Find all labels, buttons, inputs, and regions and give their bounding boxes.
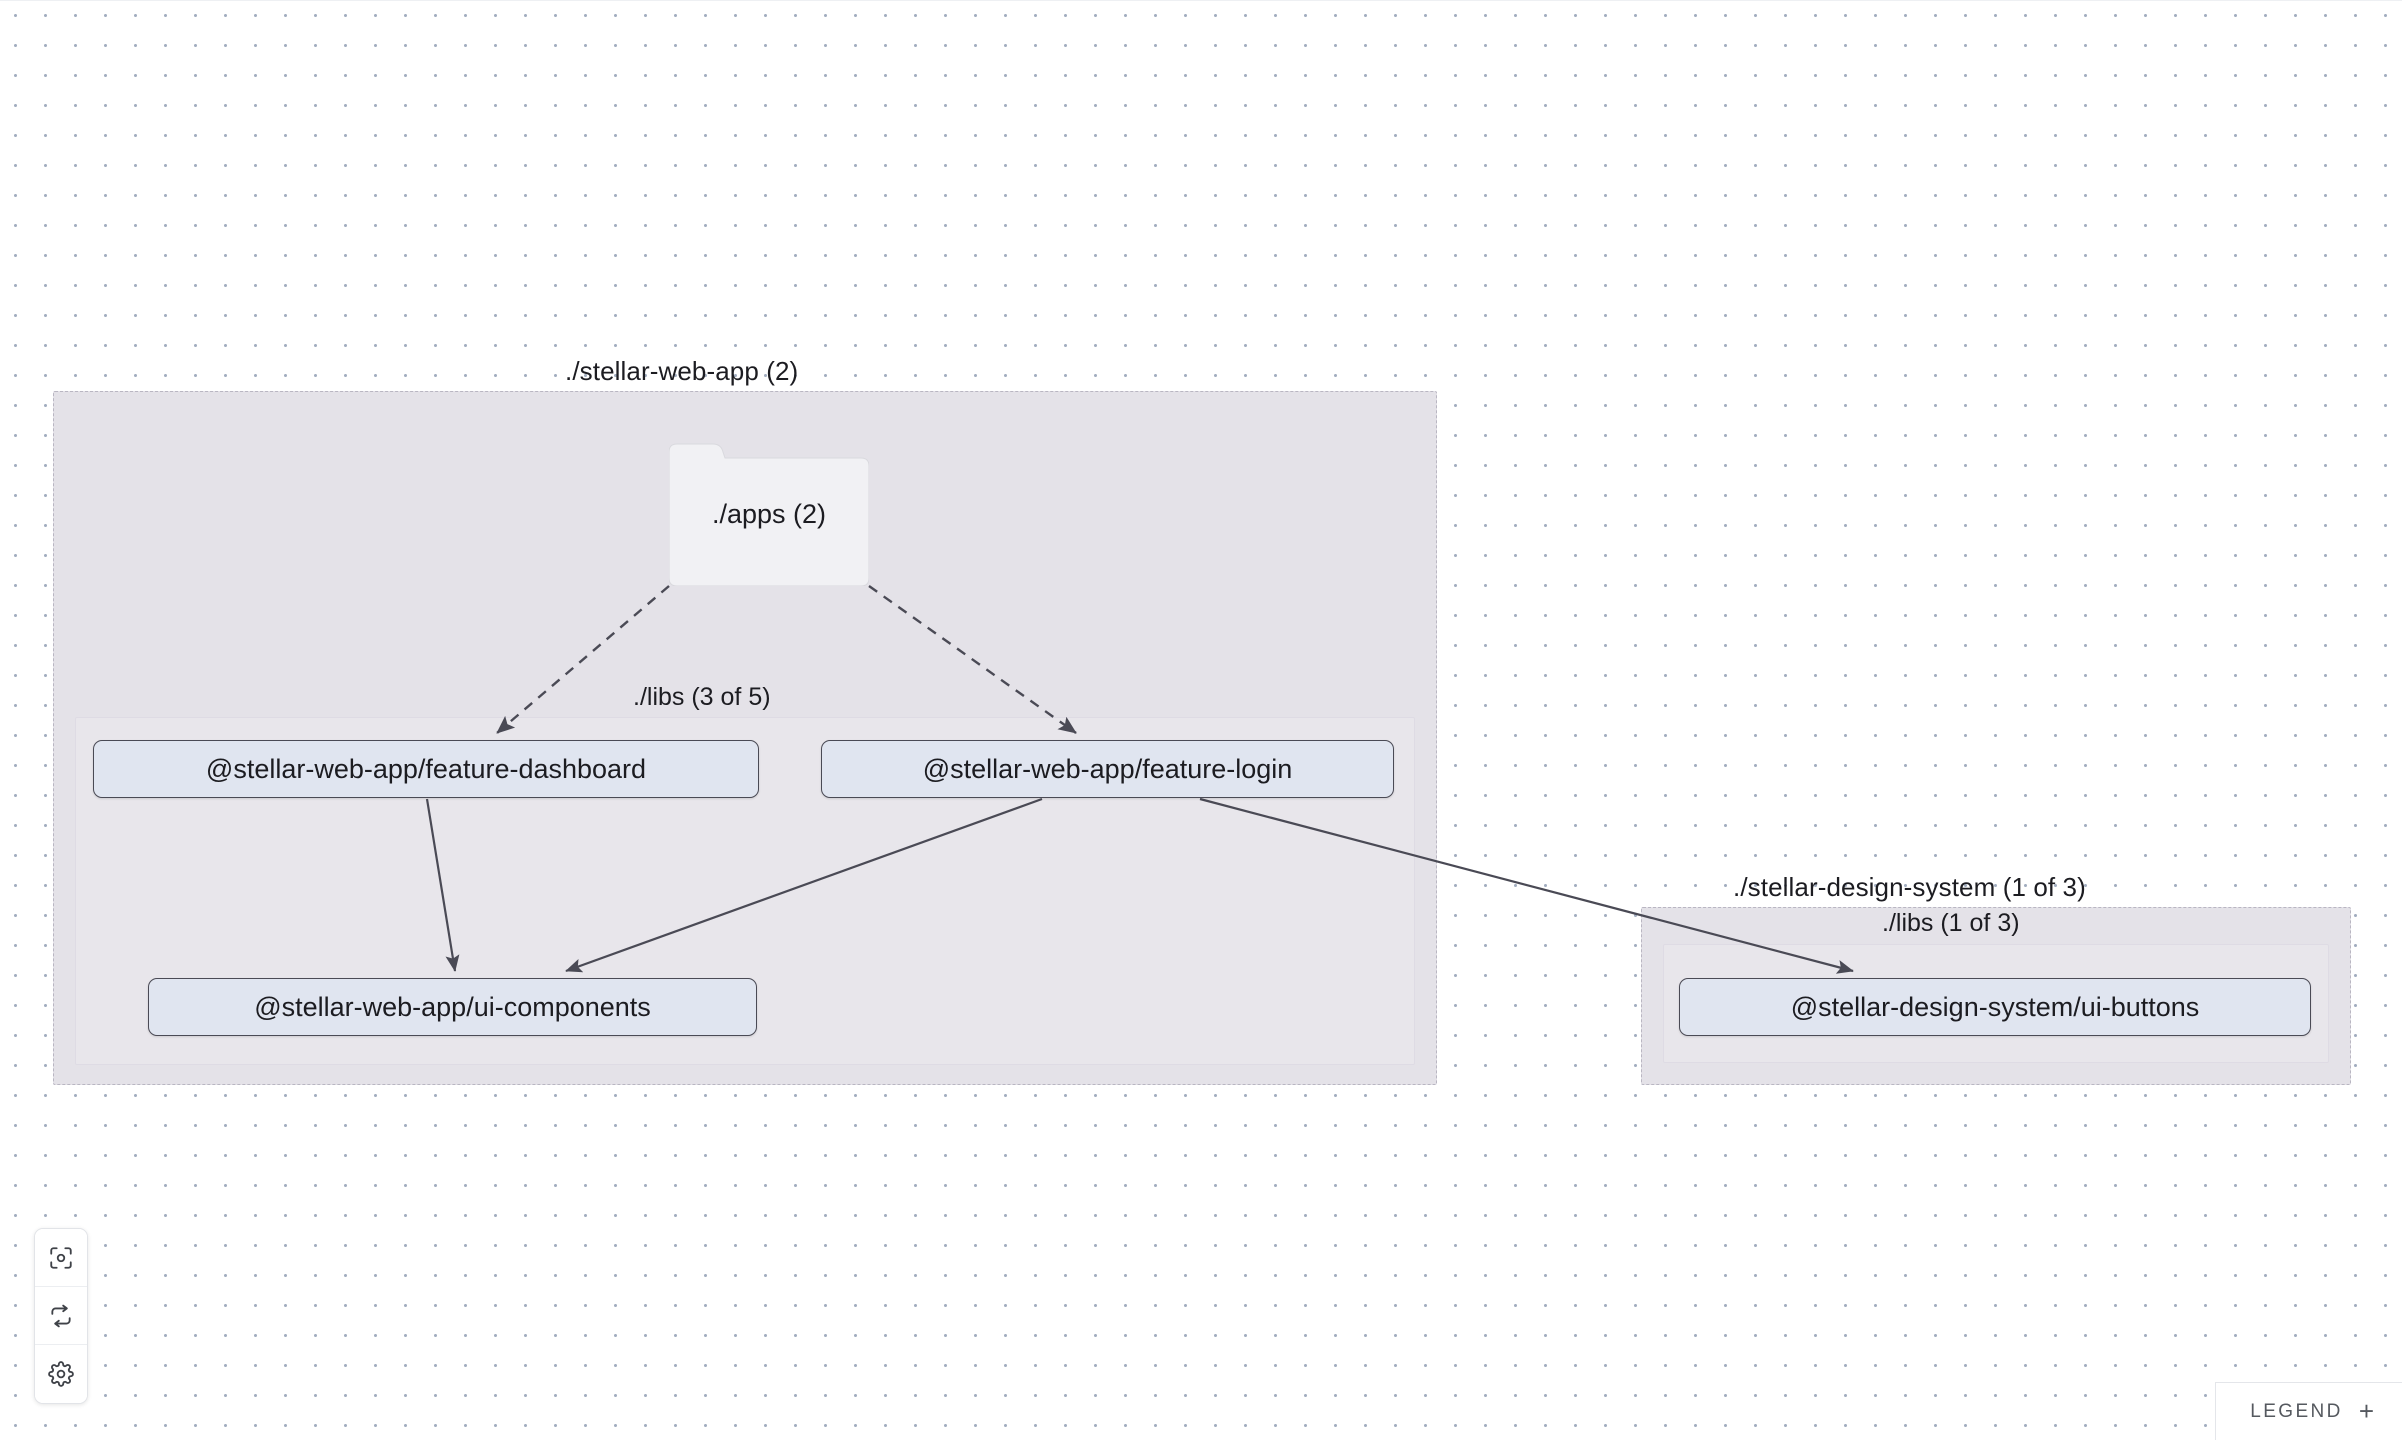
folder-icon-shape (668, 443, 870, 587)
focus-graph-button[interactable] (35, 1229, 87, 1287)
lib-node-feature-dashboard[interactable]: @stellar-web-app/feature-dashboard (93, 740, 759, 798)
settings-button[interactable] (35, 1345, 87, 1403)
folder-node-apps[interactable]: ./apps (2) (668, 438, 870, 587)
graph-tool-panel (34, 1228, 88, 1404)
refresh-graph-button[interactable] (35, 1287, 87, 1345)
focus-target-icon (48, 1245, 74, 1271)
legend-label: LEGEND (2250, 1400, 2343, 1422)
subgroup-title-web-app-libs: ./libs (3 of 5) (633, 683, 771, 711)
refresh-icon (48, 1303, 74, 1329)
legend-expand-icon[interactable]: + (2358, 1395, 2374, 1426)
project-group-title-stellar-web-app: ./stellar-web-app (2) (565, 356, 799, 386)
lib-node-feature-login[interactable]: @stellar-web-app/feature-login (821, 740, 1394, 798)
window-top-border (0, 0, 2402, 1)
gear-icon (48, 1361, 74, 1387)
project-group-title-stellar-design-system: ./stellar-design-system (1 of 3) (1733, 872, 2086, 902)
legend-bar[interactable]: LEGEND + (2215, 1382, 2402, 1440)
lib-node-ui-components[interactable]: @stellar-web-app/ui-components (148, 978, 757, 1036)
subgroup-title-design-system-libs: ./libs (1 of 3) (1882, 909, 2020, 937)
lib-node-ui-buttons[interactable]: @stellar-design-system/ui-buttons (1679, 978, 2311, 1036)
